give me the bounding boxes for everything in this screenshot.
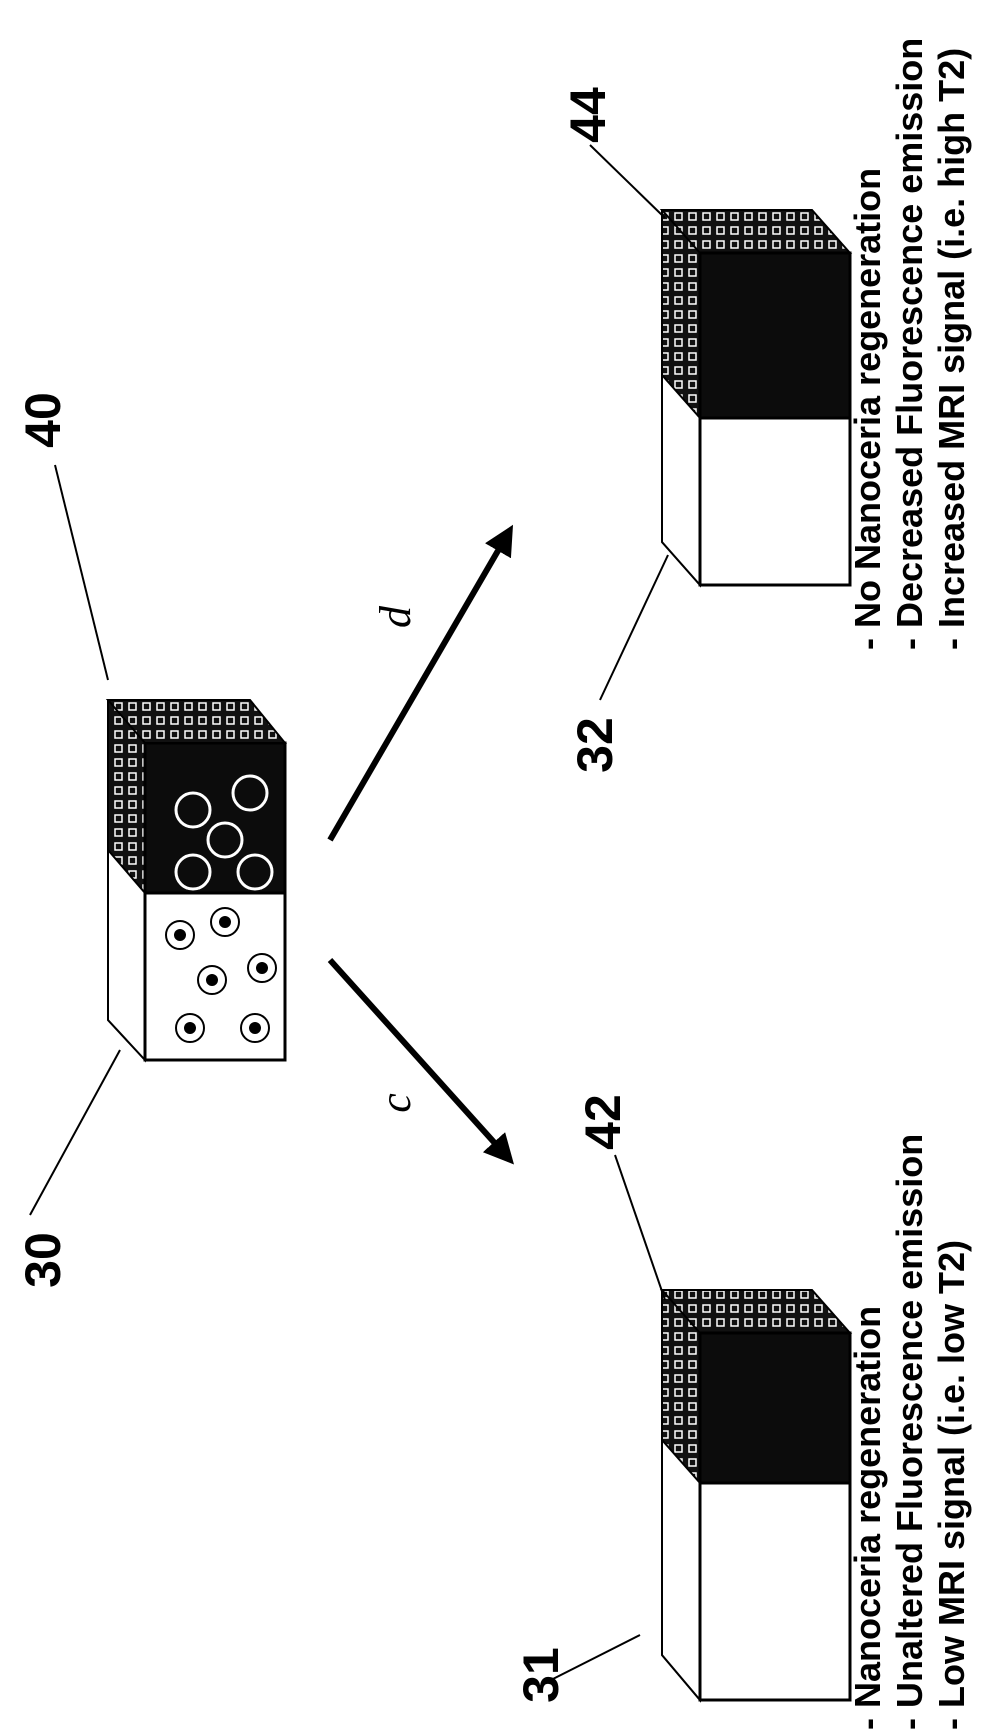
nanoceria-particles xyxy=(165,907,277,1043)
arrow-d xyxy=(327,524,514,842)
leader-42 xyxy=(614,1154,666,1301)
caption-left-line-1: - Nanoceria regeneration xyxy=(847,1306,888,1730)
central-cube xyxy=(105,699,288,1063)
empty-ring xyxy=(174,791,212,829)
arrow-c xyxy=(327,957,515,1165)
ref-number-30: 30 xyxy=(15,1232,71,1288)
caption-left-line-2: - Unaltered Fluorescence emission xyxy=(889,1134,930,1730)
left-cube-top-white xyxy=(661,1437,701,1703)
ref-number-31: 31 xyxy=(513,1647,569,1703)
left-cube-white-face xyxy=(698,1481,852,1702)
right-result-cube xyxy=(659,209,853,588)
central-cube-mesh-edge xyxy=(105,699,288,744)
ref-number-42: 42 xyxy=(575,1094,631,1150)
pathway-label-c: c xyxy=(371,1093,420,1113)
caption-right: - No Nanoceria regeneration - Decreased … xyxy=(847,38,972,650)
pathway-label-d: d xyxy=(371,605,420,628)
caption-right-line-3: - Increased MRI signal (i.e. high T2) xyxy=(931,48,972,650)
left-result-cube xyxy=(659,1289,853,1703)
caption-left-line-3: - Low MRI signal (i.e. low T2) xyxy=(931,1240,972,1730)
central-cube-dark-face xyxy=(143,741,287,895)
ref-number-32: 32 xyxy=(567,717,623,773)
leader-44 xyxy=(589,144,666,219)
leader-30 xyxy=(29,1049,121,1216)
right-cube-dark-face xyxy=(698,251,852,420)
leader-32 xyxy=(599,554,669,701)
left-cube-dark-face xyxy=(698,1331,852,1485)
caption-left: - Nanoceria regeneration - Unaltered Flu… xyxy=(847,1134,972,1730)
empty-ring xyxy=(236,853,274,891)
empty-ring xyxy=(174,853,212,891)
empty-ring xyxy=(231,774,269,812)
leader-31 xyxy=(544,1634,641,1684)
right-cube-white-face xyxy=(698,416,852,587)
caption-right-line-2: - Decreased Fluorescence emission xyxy=(889,38,930,650)
ref-number-44: 44 xyxy=(560,87,616,143)
caption-right-line-1: - No Nanoceria regeneration xyxy=(847,168,888,650)
ref-number-40: 40 xyxy=(15,392,71,448)
leader-40 xyxy=(54,464,109,681)
empty-ring xyxy=(206,821,244,859)
